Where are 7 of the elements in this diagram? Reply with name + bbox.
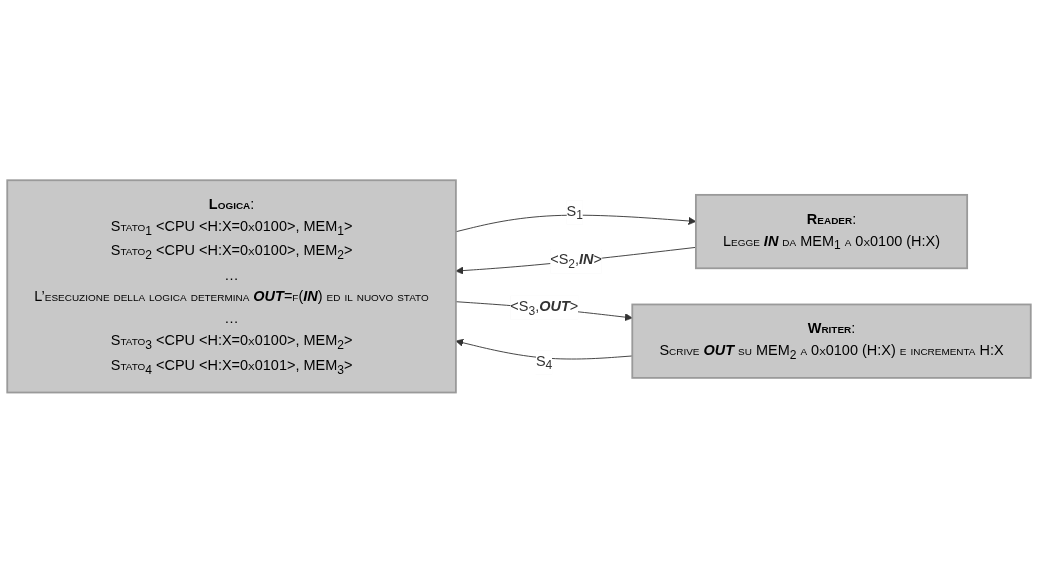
node-box: Logica: Stato$_{1}$ <CPU <H:X=0x0100>, MEM$_{1}$> Stato$_{2}$ <CPU <H:X=0x0100>, MEM$_{2}$> … L’esecuzione della logica determina OUT=f(IN) ed il nuovo stato … Stato$_{3}$ <CPU <H:X=0x0100>, MEM$_{2}$> Stato$_{4}$ <CPU <H:X=0x0101>, MEM$_{3}$> xyxy=(6,179,457,394)
node-box: Reader: Legge IN da MEM$_{1}$ a 0x0100 (H:X) xyxy=(695,194,969,270)
edge-label: S$_{4}$ xyxy=(535,353,553,373)
edge-label: <S$_{2}$,IN> xyxy=(550,251,602,272)
edge-label: S$_{1}$ xyxy=(566,203,583,223)
edge-label: <S$_{3}$,OUT> xyxy=(510,298,579,318)
node-box: Writer: Scrive OUT su MEM$_{2}$ a 0x0100 (H:X) e incrementa H:X xyxy=(631,303,1032,379)
